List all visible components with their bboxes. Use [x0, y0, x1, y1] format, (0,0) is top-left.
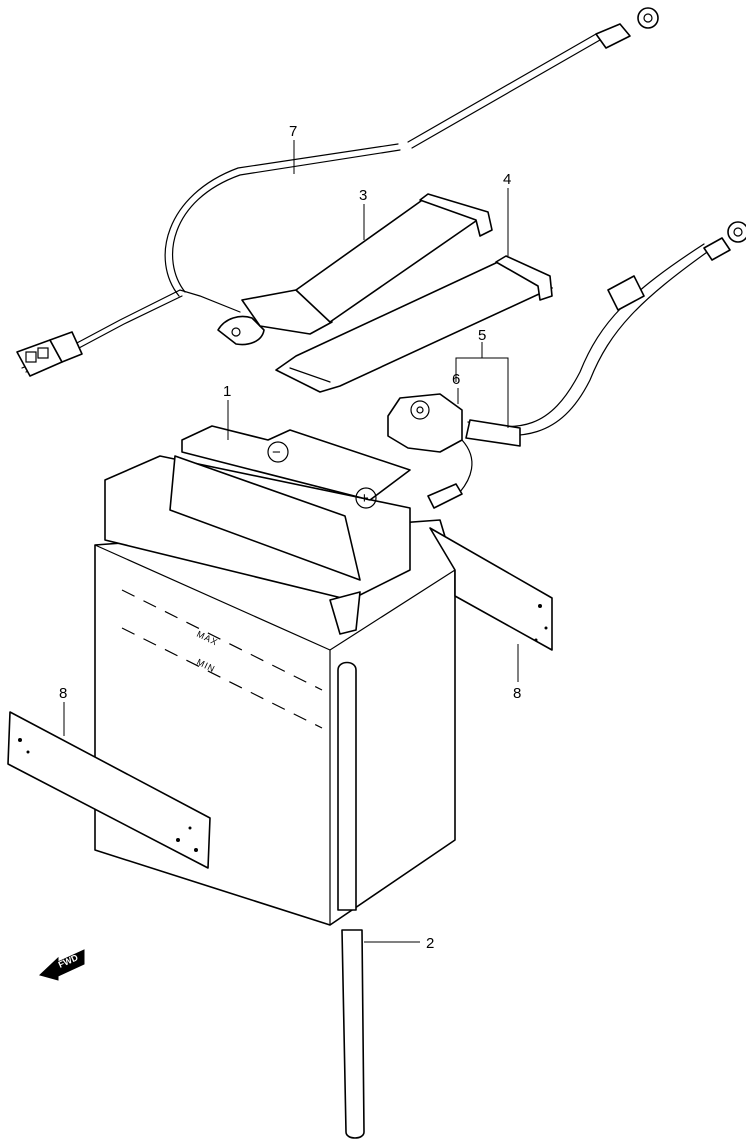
strap-clip: [241, 289, 333, 335]
positive-terminal-mark: +: [360, 490, 369, 507]
battery-strap-3: [241, 193, 493, 335]
battery-1: − + MAX MIN: [94, 425, 456, 926]
vent-fitting: [427, 483, 463, 509]
callout-5: 5: [478, 327, 486, 344]
vent-nipple: [329, 591, 361, 635]
positive-terminal: [355, 487, 377, 509]
battery-cable-7: [16, 7, 659, 377]
fwd-arrow-icon: [39, 949, 85, 981]
callout-4: 4: [503, 171, 511, 188]
battery-lid: [181, 425, 411, 501]
cable-sleeve: [607, 275, 645, 311]
negative-terminal: [267, 441, 289, 463]
callout-1: 1: [223, 383, 231, 400]
callout-7: 7: [289, 123, 297, 140]
callouts: 1 2 3 4 5 6 7 8 8: [59, 123, 521, 952]
battery-strap-4: [275, 255, 553, 393]
terminal-cover-6: [387, 393, 473, 509]
pad: [429, 527, 553, 651]
hose-lower: [341, 929, 365, 1139]
connector-body: [49, 331, 83, 363]
cable-end-sleeve: [703, 237, 731, 261]
hose-upper: [337, 661, 357, 911]
terminal-cable-5: [465, 221, 746, 447]
callout-8-right: 8: [513, 685, 521, 702]
pad: [7, 711, 211, 869]
ground-lug: [217, 315, 265, 346]
negative-terminal-mark: −: [272, 444, 281, 461]
callout-6: 6: [452, 371, 460, 388]
cushion-pad-8-right: [429, 527, 553, 651]
cable-boot: [465, 419, 521, 447]
cable-end-sleeve: [595, 23, 631, 49]
callout-8-left: 8: [59, 685, 67, 702]
connector-pin: [37, 347, 49, 359]
breather-hose-2: [337, 661, 365, 1139]
ring-terminal: [637, 7, 659, 29]
strap-hook: [419, 193, 493, 237]
callout-3: 3: [359, 187, 367, 204]
cushion-pad-8-left: [7, 711, 211, 869]
callout-2: 2: [426, 935, 434, 952]
connector-pin: [25, 351, 37, 363]
fwd-arrow: FWD: [39, 949, 85, 981]
strap-hook: [495, 255, 553, 301]
cell-caps: [169, 455, 361, 581]
ring-terminal: [727, 221, 746, 243]
